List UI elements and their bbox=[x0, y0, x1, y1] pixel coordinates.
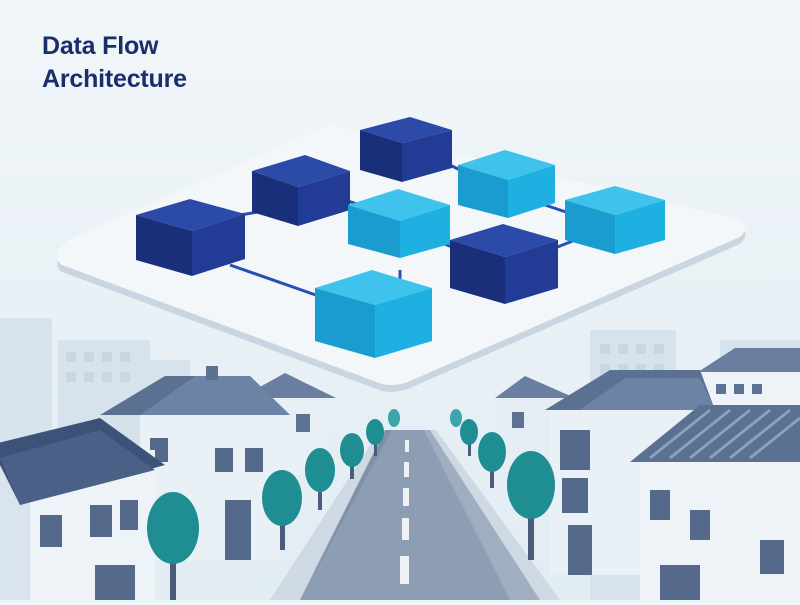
house-right-front bbox=[630, 405, 800, 600]
tree bbox=[262, 470, 302, 550]
data-node-cube bbox=[565, 186, 665, 254]
title-line-1: Data Flow bbox=[42, 32, 159, 60]
connector-line bbox=[229, 263, 331, 302]
data-node-cube bbox=[458, 150, 555, 218]
data-node-cube bbox=[315, 270, 432, 358]
trees bbox=[147, 409, 555, 600]
tree bbox=[366, 419, 384, 456]
data-node-cube bbox=[348, 189, 450, 258]
tree bbox=[340, 433, 364, 479]
tree bbox=[450, 409, 462, 427]
data-node-cube bbox=[136, 199, 245, 276]
page-title: Data Flow Architecture bbox=[42, 30, 187, 96]
tree bbox=[305, 448, 335, 510]
data-node-cube bbox=[450, 224, 558, 304]
title-line-2: Architecture bbox=[42, 65, 187, 93]
road bbox=[270, 430, 560, 600]
tree bbox=[388, 409, 400, 427]
data-nodes bbox=[136, 117, 665, 358]
tree bbox=[478, 432, 506, 488]
data-node-cube bbox=[360, 117, 452, 182]
background-building-windows bbox=[66, 344, 664, 382]
tree bbox=[147, 492, 199, 600]
tree bbox=[460, 419, 478, 456]
tree bbox=[507, 451, 555, 560]
data-node-cube bbox=[252, 155, 350, 226]
house-left-front bbox=[0, 418, 165, 600]
